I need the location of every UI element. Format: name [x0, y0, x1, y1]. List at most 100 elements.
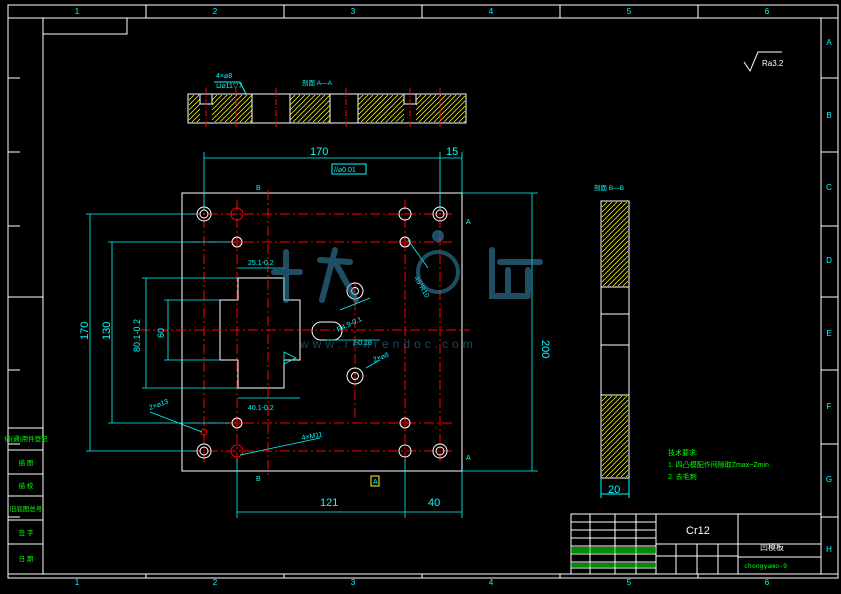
title-part-name: 凹模板 — [760, 542, 784, 552]
dim-slot: 7-0.18 — [352, 340, 372, 347]
line-segment — [601, 250, 629, 278]
line-segment — [400, 118, 405, 123]
line-segment — [601, 439, 629, 467]
hole-note: 4×⌀8 — [216, 73, 232, 80]
col-label-3-bottom: 3 — [351, 578, 356, 587]
line-segment — [622, 280, 629, 287]
line-segment — [418, 94, 447, 123]
dim-80: 80.1-0.2 — [132, 319, 142, 352]
line-segment — [289, 94, 311, 116]
line-segment — [601, 409, 629, 437]
center-lines — [140, 190, 470, 478]
line-segment — [214, 94, 243, 123]
row-label-f: F — [827, 402, 832, 411]
line-segment — [211, 94, 228, 111]
line-segment — [357, 94, 374, 111]
datum-box — [370, 475, 380, 487]
line-segment — [415, 94, 442, 121]
line-segment — [601, 245, 629, 273]
line-segment — [375, 94, 404, 123]
line-segment — [601, 215, 629, 243]
line-segment — [601, 404, 629, 432]
row-label-a: A — [826, 38, 832, 47]
line-segment — [317, 109, 331, 123]
line-segment — [607, 265, 629, 287]
dim-40: 40.1-0.2 — [248, 405, 274, 412]
line-segment — [601, 434, 629, 462]
line-segment — [188, 94, 200, 106]
line-segment — [390, 108, 405, 123]
dim-200: 200 — [539, 340, 551, 358]
line-segment — [289, 94, 306, 111]
threaded-hole — [230, 444, 244, 458]
title-drawing-number: chongyamo-9 — [744, 562, 787, 570]
line-segment — [601, 225, 629, 253]
line-segment — [289, 94, 296, 101]
dim-130: 130 — [101, 322, 113, 340]
line-segment — [601, 201, 618, 218]
line-segment — [365, 94, 394, 123]
stamp-signature: 签 字 — [19, 528, 34, 537]
line-segment — [357, 94, 384, 121]
line-segment — [244, 114, 253, 123]
col-label-6: 6 — [765, 7, 770, 16]
line-segment — [224, 94, 253, 123]
watermark-url: www.renrendoc.com — [299, 337, 477, 351]
section-mark-b: B — [256, 185, 261, 192]
notes-line-2: 2. 去毛刺 — [668, 472, 697, 481]
line-segment — [188, 108, 201, 121]
line-segment — [211, 94, 218, 101]
stamp-register: 借(通)用件登记 — [4, 434, 48, 443]
line-segment — [601, 395, 608, 402]
depth-note: ⊔⌀11▽7 — [216, 83, 242, 90]
plate-outline — [181, 192, 463, 472]
watermark-logo: www.renrendoc.com — [271, 230, 543, 351]
hole — [435, 446, 445, 456]
line-segment — [601, 444, 629, 472]
line-segment — [188, 94, 195, 101]
line-segment — [211, 94, 238, 121]
title-material: Cr12 — [686, 525, 710, 537]
line-segment — [601, 399, 629, 427]
dim-121: 121 — [320, 497, 338, 509]
stamp-date: 日 期 — [19, 555, 34, 563]
line-segment — [617, 275, 629, 287]
row-label-e: E — [826, 329, 831, 338]
punch-hole — [346, 367, 364, 385]
section-mark-a-top: A — [466, 219, 471, 226]
dim-170-top: 170 — [310, 146, 328, 158]
line-segment — [428, 94, 457, 123]
line-segment — [385, 103, 405, 123]
line-segment — [458, 115, 466, 123]
counterbore-hole — [432, 443, 448, 459]
line-segment — [601, 429, 629, 457]
line-segment — [601, 424, 629, 452]
top-section-view: 4×⌀8 ⊔⌀11▽7 剖面 A—A — [187, 73, 467, 128]
row-label-c: C — [826, 183, 832, 192]
notes-title: 技术要求: — [668, 448, 698, 457]
line-segment — [370, 94, 399, 123]
line-segment — [612, 270, 629, 287]
col-label-1: 1 — [75, 7, 80, 16]
line-segment — [601, 230, 629, 258]
line-segment — [395, 113, 405, 123]
line-segment — [292, 94, 321, 123]
line-segment — [620, 469, 629, 478]
line-segment — [302, 94, 331, 123]
technical-notes: 技术要求: 1. 四凸模配作间隙取Zmax~Zmin 2. 去毛刺 — [668, 448, 769, 481]
line-segment — [211, 94, 223, 106]
line-segment — [601, 201, 623, 223]
row-dividers — [8, 77, 838, 518]
line-segment — [601, 395, 618, 412]
col-label-4: 4 — [489, 7, 494, 16]
datum-a: A — [373, 479, 378, 486]
dim-4xm11: 4×M11 — [301, 431, 323, 442]
line-segment — [443, 100, 466, 123]
holes — [196, 206, 448, 459]
line-segment — [307, 99, 331, 123]
section-b-hatch — [601, 201, 629, 478]
row-label-g: G — [826, 475, 832, 484]
dim-170-left: 170 — [79, 322, 91, 340]
line-segment — [196, 118, 201, 123]
